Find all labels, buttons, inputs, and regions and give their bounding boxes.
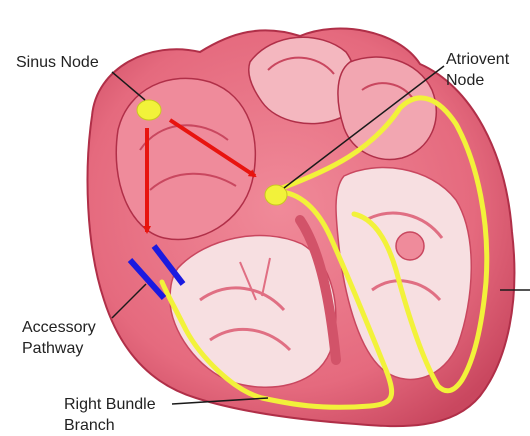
right-bundle-branch-label-line2: Branch <box>64 415 156 436</box>
accessory-pathway-label-line1: Accessory <box>22 317 96 338</box>
accessory-pathway-label: Accessory Pathway <box>22 317 96 359</box>
sinus-node-label: Sinus Node <box>16 52 99 73</box>
av-node-label-line1: Atriovent <box>446 49 509 70</box>
sinus-node <box>137 100 161 120</box>
av-node <box>265 185 287 205</box>
accessory-pathway-label-line2: Pathway <box>22 338 96 359</box>
right-bundle-branch-label-line1: Right Bundle <box>64 394 156 415</box>
right-atrium <box>116 78 255 239</box>
av-node-label: Atriovent Node <box>446 49 509 91</box>
sinus-node-label-text: Sinus Node <box>16 52 99 73</box>
av-node-label-line2: Node <box>446 70 509 91</box>
right-bundle-branch-label: Right Bundle Branch <box>64 394 156 436</box>
